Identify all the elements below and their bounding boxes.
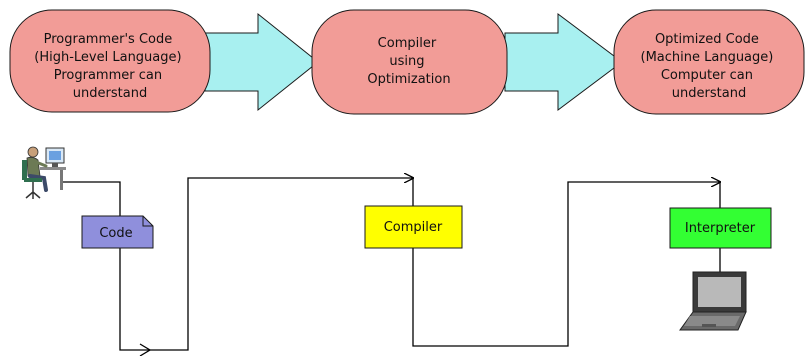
- flow-arrow-1: [204, 12, 319, 112]
- stage-compiler-optimization: Compiler using Optimization: [311, 9, 508, 115]
- stage-compiler-line-1: Compiler: [378, 36, 437, 51]
- stage-programmer-code-line-2: (High-Level Language): [34, 50, 181, 65]
- connector-programmer-to-code: [60, 181, 121, 216]
- stage-optimized-code: Optimized Code (Machine Language) Comput…: [613, 9, 805, 115]
- arrowhead-bottom: [139, 343, 152, 356]
- code-box: Code: [81, 215, 154, 249]
- stage-optimized-line-2: (Machine Language): [641, 50, 774, 65]
- stage-optimized-line-1: Optimized Code: [655, 32, 759, 47]
- code-box-label: Code: [99, 226, 132, 241]
- connector-lines: [60, 178, 720, 356]
- stage-programmer-code: Programmer's Code (High-Level Language) …: [9, 9, 211, 113]
- stage-compiler-line-3: Optimization: [367, 72, 450, 87]
- stage-programmer-code-line-3: Programmer can: [54, 68, 162, 83]
- stage-compiler-line-2: using: [389, 54, 424, 69]
- svg-text:Compiler using Opt: Compiler using Optimization: [367, 36, 450, 87]
- connector-code-to-compiler: [119, 178, 413, 351]
- stage-optimized-line-3: Computer can: [661, 68, 753, 83]
- interpreter-box-label: Interpreter: [685, 221, 756, 236]
- svg-text:Optimized Code (Machine: Optimized Code (Machine Language) Comput…: [641, 32, 778, 101]
- flow-arrow-2: [504, 13, 623, 111]
- compiler-box: Compiler: [364, 205, 463, 249]
- stage-optimized-line-4: understand: [672, 86, 746, 101]
- stage-programmer-code-line-1: Programmer's Code: [44, 32, 173, 47]
- connector-compiler-to-interpreter: [412, 182, 720, 347]
- stage-programmer-code-line-4: understand: [73, 86, 147, 101]
- interpreter-box: Interpreter: [669, 207, 772, 249]
- svg-text:Programmer's Code (High-: Programmer's Code (High-Level Language) …: [34, 32, 185, 101]
- compiler-box-label: Compiler: [384, 220, 443, 235]
- programmer-at-computer-icon: [22, 146, 66, 199]
- laptop-icon: [679, 271, 747, 331]
